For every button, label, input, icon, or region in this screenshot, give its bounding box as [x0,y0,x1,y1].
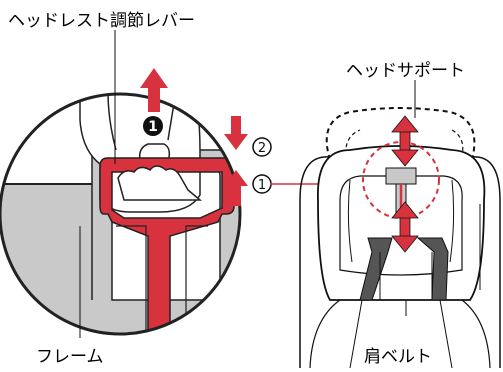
marker-2: 2 [252,137,272,157]
mark1-text: 1 [258,178,266,193]
head-support-label: ヘッドサポート [346,61,465,81]
up-arrow-1 [224,170,248,206]
leader-shoulder-belt [379,252,433,316]
shoulder-belt-left [359,237,393,301]
shoulder-belt-label: 肩ベルト [364,347,432,367]
frame-label: フレーム [36,347,104,367]
step1-text: 1 [148,119,158,135]
shoulder-belt-arrow [391,201,419,253]
headrest-lever [99,157,235,334]
up-arrow-lever [140,68,168,112]
zoom-circle [0,94,240,334]
seat-diagram [299,107,501,369]
lever-location-circle [362,141,440,219]
mark2-text: 2 [258,141,266,156]
head-support-arrow [391,115,419,167]
down-arrow-2 [224,116,248,150]
marker-1: 1 [252,174,272,194]
headrest-lever-label: ヘッドレスト調節レバー [8,11,195,31]
shoulder-belt-right [416,237,449,301]
head-support-raised [325,107,476,161]
step-1-marker: 1 [143,116,163,136]
zoom-circle-border [0,92,242,336]
